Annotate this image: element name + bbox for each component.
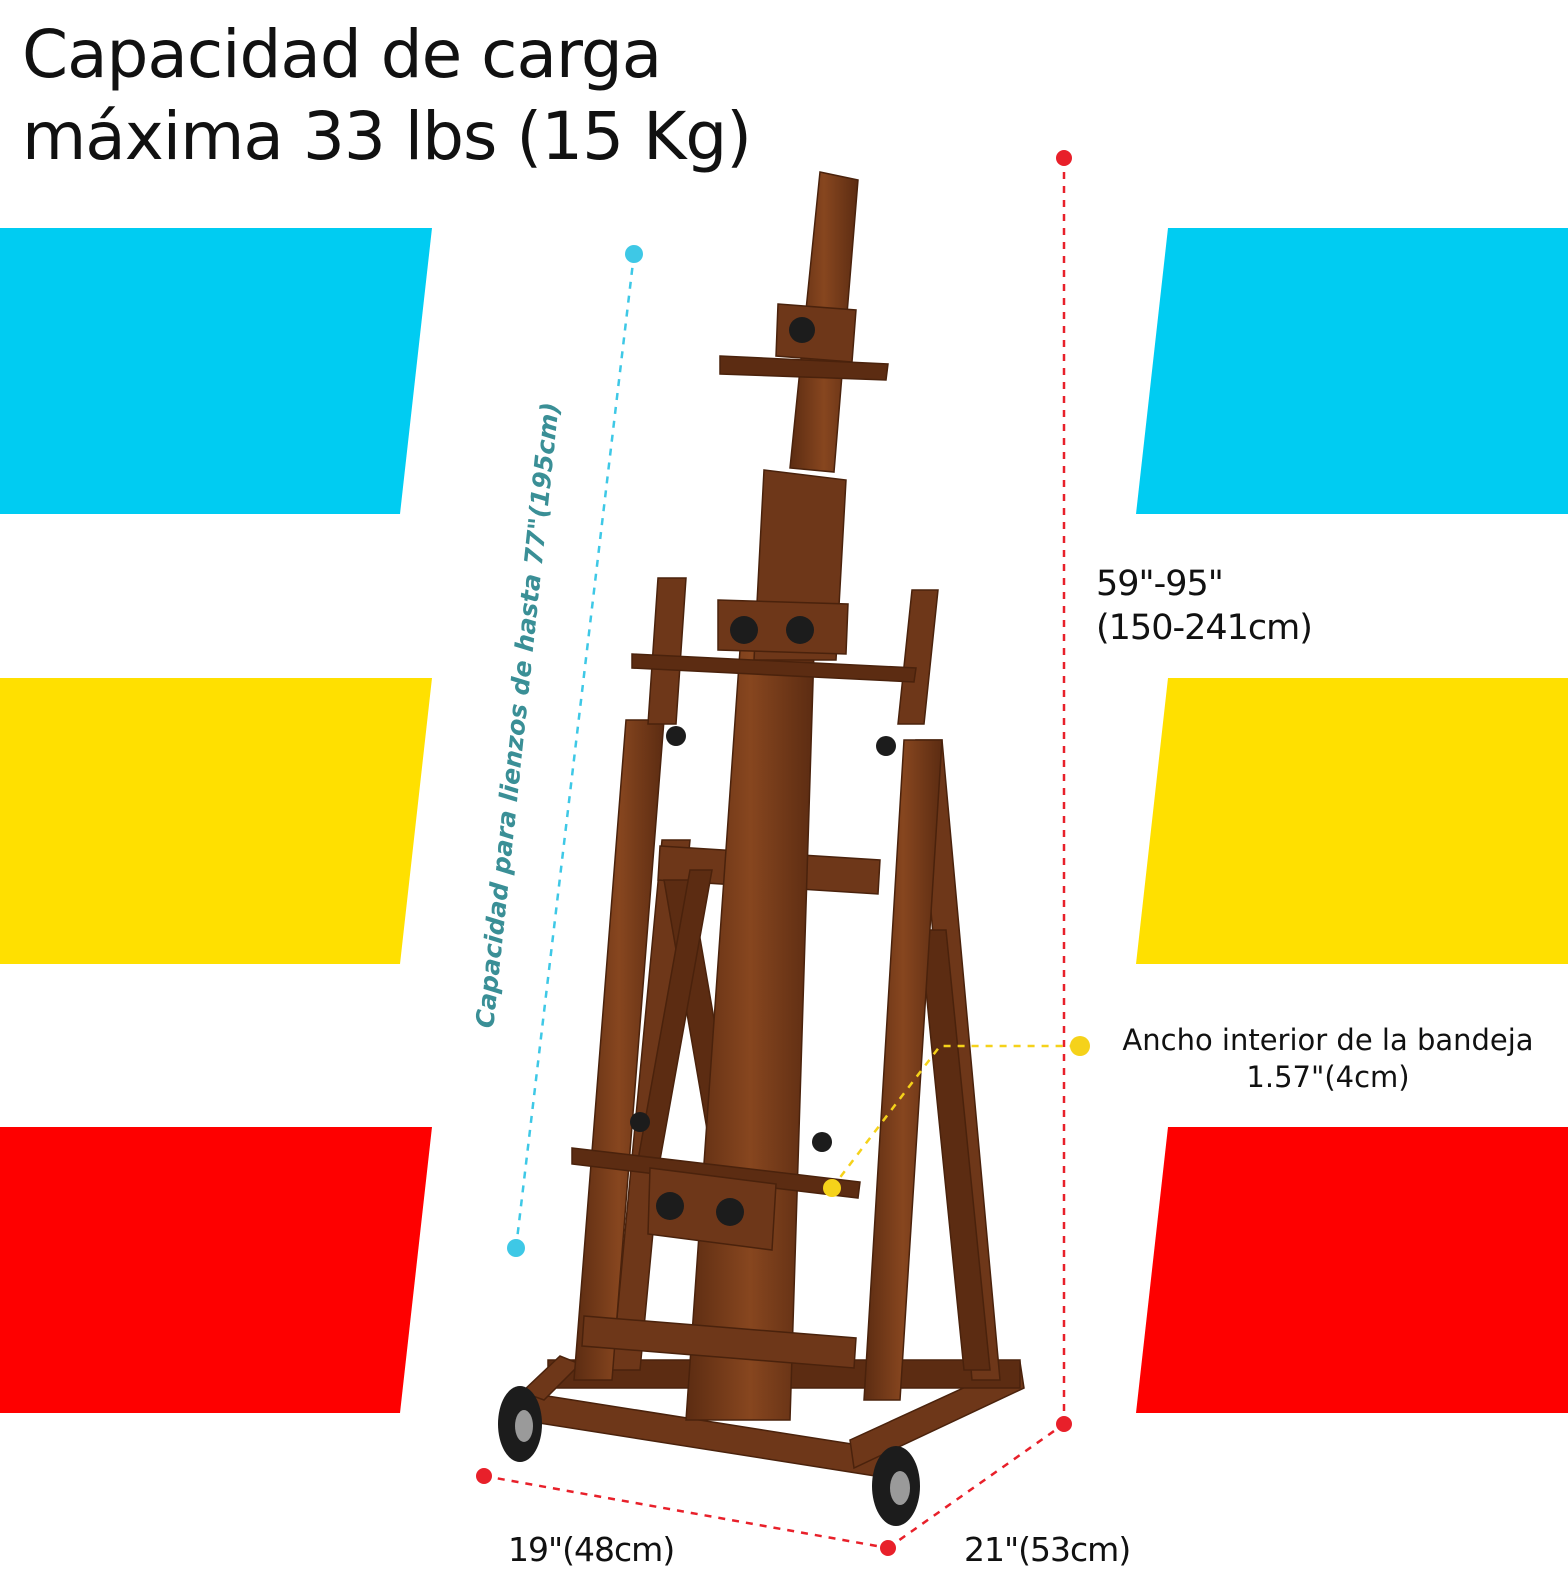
knob-icon [786, 616, 814, 644]
dimension-markers [476, 150, 1090, 1556]
knob-icon [730, 616, 758, 644]
easel-knobs [630, 317, 896, 1226]
band-red-left [0, 1127, 432, 1413]
lower-canvas-tray [571, 1147, 861, 1199]
marker-dot [1056, 1416, 1072, 1432]
lower-clamp-block [647, 1167, 777, 1251]
top-clamp [775, 303, 857, 363]
depth-dimension-line [483, 1474, 889, 1550]
width-label: 21"(53cm) [964, 1530, 1131, 1569]
easel [519, 171, 1025, 1479]
marker-dot [1056, 150, 1072, 166]
band-red-right [1136, 1127, 1568, 1413]
knob-icon [876, 736, 896, 756]
tray-width-title: Ancho interior de la bandeja [1122, 1023, 1534, 1057]
knob-icon [789, 317, 815, 343]
tray-dimension-line [831, 1044, 1080, 1189]
marker-dot [1070, 1036, 1090, 1056]
headline-line-2: máxima 33 lbs (15 Kg) [22, 98, 752, 175]
depth-label: 19"(48cm) [508, 1530, 675, 1569]
caster-wheels [498, 1386, 920, 1526]
height-range-inches: 59"-95" [1096, 564, 1224, 604]
knob-icon [630, 1112, 650, 1132]
headline-line-1: Capacidad de carga [22, 16, 662, 93]
band-yellow-left [0, 678, 432, 964]
band-yellow-right [1136, 678, 1568, 964]
knob-icon [656, 1192, 684, 1220]
marker-dot [507, 1239, 525, 1257]
top-tray [719, 355, 889, 381]
band-blue-left [0, 228, 432, 514]
knob-icon [666, 726, 686, 746]
knob-icon [812, 1132, 832, 1152]
bottom-crossbar [581, 1315, 857, 1369]
upper-upright-right [897, 589, 939, 725]
upper-shelf [631, 653, 917, 683]
marker-dot [476, 1468, 492, 1484]
outer-post-right [863, 739, 943, 1401]
rear-brace [919, 929, 991, 1371]
wheel-icon [890, 1471, 910, 1505]
marker-dot [823, 1179, 841, 1197]
headline: Capacidad de carga máxima 33 lbs (15 Kg) [22, 14, 752, 178]
height-range-cm: (150-241cm) [1096, 608, 1313, 648]
tray-width-label: Ancho interior de la bandeja 1.57"(4cm) [1118, 1022, 1538, 1096]
color-bands [0, 228, 1568, 1413]
wheel-icon [515, 1410, 533, 1442]
knob-icon [716, 1198, 744, 1226]
tray-width-value: 1.57"(4cm) [1246, 1060, 1410, 1094]
height-range-label: 59"-95" (150-241cm) [1096, 562, 1313, 650]
dimension-lines [483, 158, 1080, 1550]
band-blue-right [1136, 228, 1568, 514]
marker-dot [625, 245, 643, 263]
upper-upright-left [647, 577, 687, 725]
marker-dot [880, 1540, 896, 1556]
